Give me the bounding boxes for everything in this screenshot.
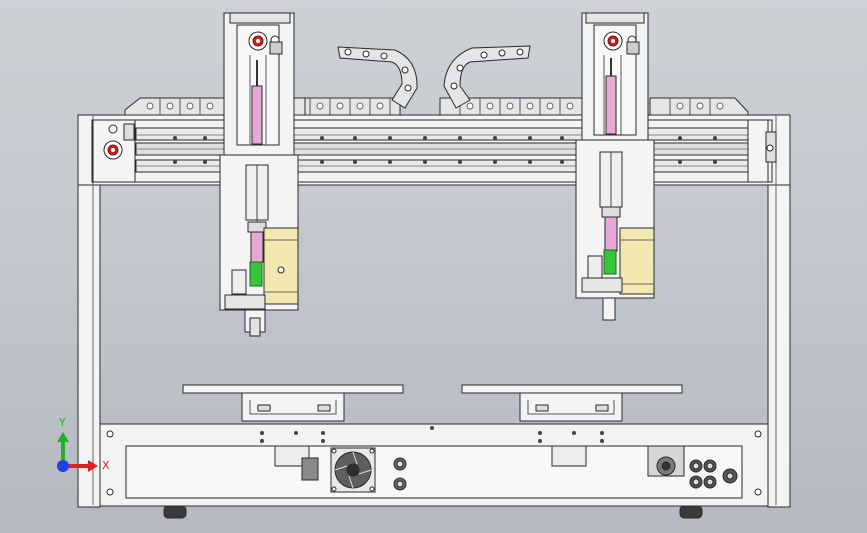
base-screws <box>260 426 604 443</box>
work-table-right <box>461 384 683 422</box>
x-axis-label: X <box>102 459 110 472</box>
panel-connectors <box>393 457 738 491</box>
cable-chain-loop-left <box>337 46 418 109</box>
z-carriage-right <box>575 12 655 321</box>
coordinate-triad <box>57 432 98 472</box>
z-carriage-left <box>219 12 299 337</box>
work-table-left <box>182 384 404 422</box>
machine-feet <box>163 505 703 519</box>
cable-chain-loop-right <box>443 45 531 109</box>
cable-chain-links <box>159 98 711 115</box>
power-inlet <box>647 445 685 477</box>
x-motor-left <box>92 119 136 183</box>
x-axis-beam <box>91 119 773 183</box>
beam-bolts <box>173 136 717 164</box>
x-end-right <box>747 119 777 183</box>
base-brackets <box>274 445 587 481</box>
cooling-fan <box>330 447 376 493</box>
cable-chain-holes <box>146 102 724 110</box>
y-axis-label: Y <box>59 416 66 429</box>
cable-chain-horizontal <box>124 97 749 116</box>
